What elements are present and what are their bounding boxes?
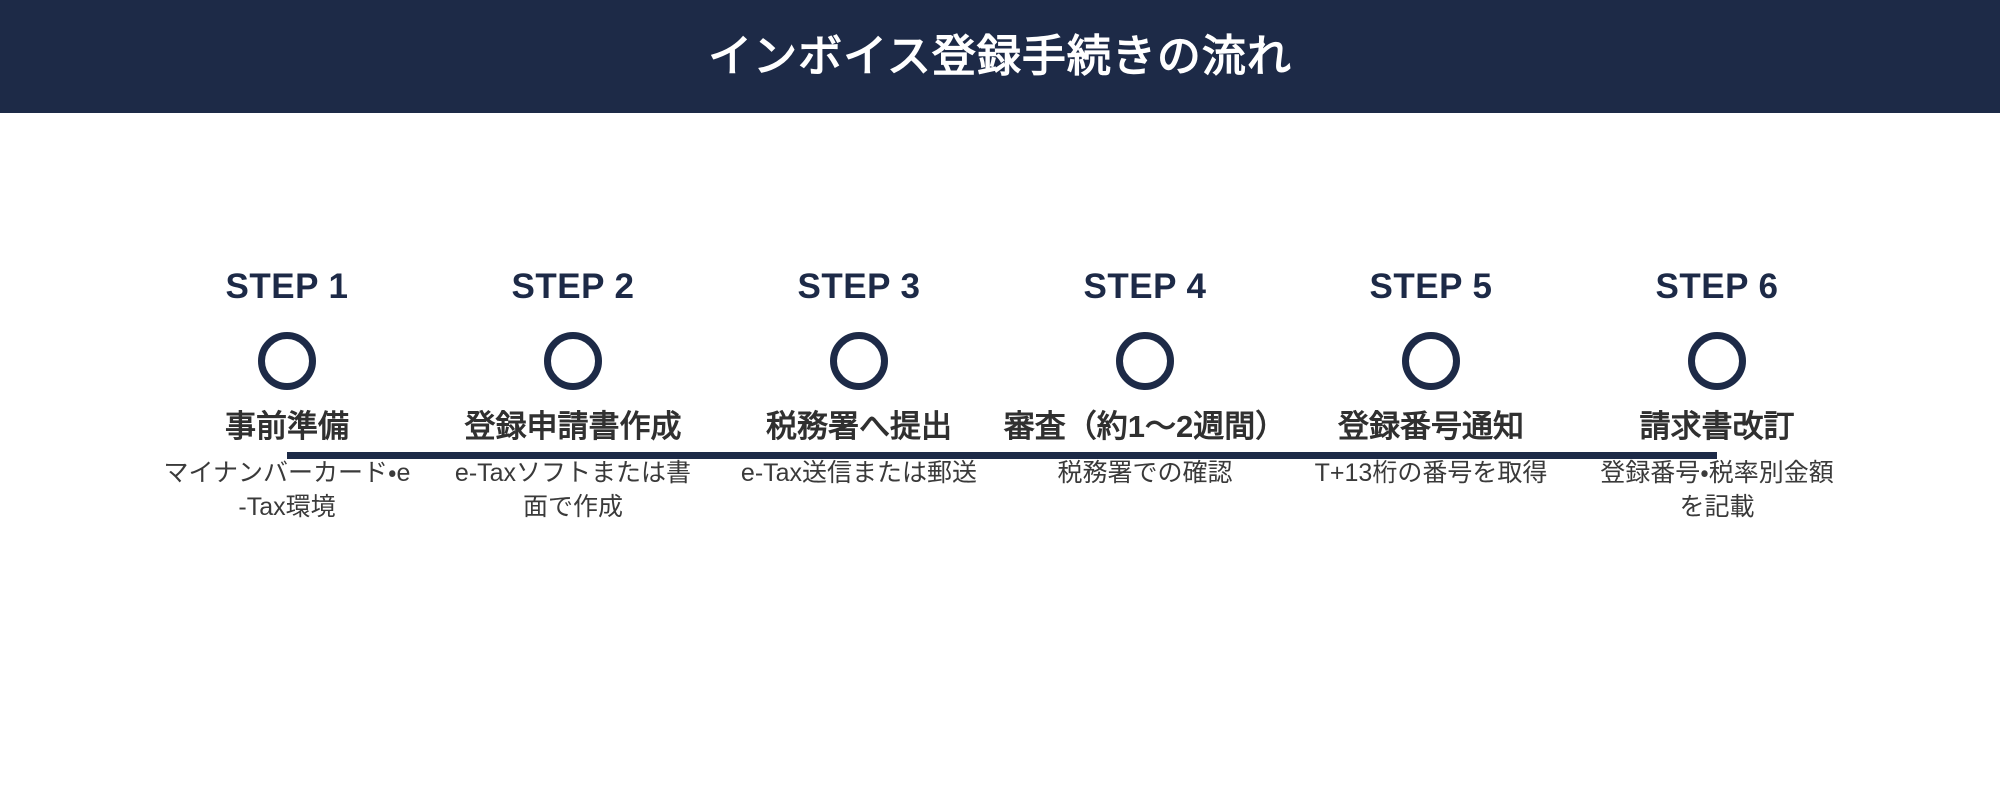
step-description: マイナンバーカード・e-Tax環境 [163,458,411,522]
step-node-wrapper [1402,325,1460,397]
circle-node-icon [1116,332,1174,390]
timeline-step-6[interactable]: STEP 6 請求書改訂 登録番号・税率別金額を記載 [1574,113,1860,525]
step-title: 審査（約1〜2週間） [1003,409,1287,444]
step-node-wrapper [258,325,316,397]
step-title: 登録申請書作成 [464,409,682,444]
step-label: STEP 1 [225,267,349,306]
step-description: 登録番号・税率別金額を記載 [1600,458,1834,522]
circle-node-icon [258,332,316,390]
timeline-step-5[interactable]: STEP 5 登録番号通知 T+13桁の番号を取得 [1288,113,1574,490]
step-description: e-Tax送信または郵送 [740,458,978,487]
step-label: STEP 3 [797,267,921,306]
circle-node-icon [830,332,888,390]
step-node-wrapper [1116,325,1174,397]
step-node-wrapper [830,325,888,397]
step-node-wrapper [1688,325,1746,397]
circle-node-icon [544,332,602,390]
step-description: 税務署での確認 [1057,458,1233,487]
step-description: T+13桁の番号を取得 [1314,458,1548,487]
timeline: STEP 1 事前準備 マイナンバーカード・e-Tax環境 STEP 2 登録申… [0,113,2000,800]
step-title: 事前準備 [225,409,349,444]
step-title: 請求書改訂 [1639,409,1795,444]
timeline-step-3[interactable]: STEP 3 税務署へ提出 e-Tax送信または郵送 [716,113,1002,490]
step-label: STEP 5 [1369,267,1493,306]
timeline-steps: STEP 1 事前準備 マイナンバーカード・e-Tax環境 STEP 2 登録申… [144,113,1860,800]
step-label: STEP 4 [1083,267,1207,306]
circle-node-icon [1402,332,1460,390]
step-description: e-Taxソフトまたは書面で作成 [454,458,692,522]
step-label: STEP 6 [1655,267,1779,306]
step-title: 税務署へ提出 [766,409,952,444]
timeline-step-1[interactable]: STEP 1 事前準備 マイナンバーカード・e-Tax環境 [144,113,430,525]
circle-node-icon [1688,332,1746,390]
timeline-step-4[interactable]: STEP 4 審査（約1〜2週間） 税務署での確認 [1002,113,1288,490]
header-bar: インボイス登録手続きの流れ [0,0,2000,113]
step-node-wrapper [544,325,602,397]
step-title: 登録番号通知 [1338,409,1524,444]
timeline-connector-line [287,452,1717,459]
timeline-step-2[interactable]: STEP 2 登録申請書作成 e-Taxソフトまたは書面で作成 [430,113,716,525]
page-title: インボイス登録手続きの流れ [708,31,1292,81]
step-label: STEP 2 [511,267,635,306]
